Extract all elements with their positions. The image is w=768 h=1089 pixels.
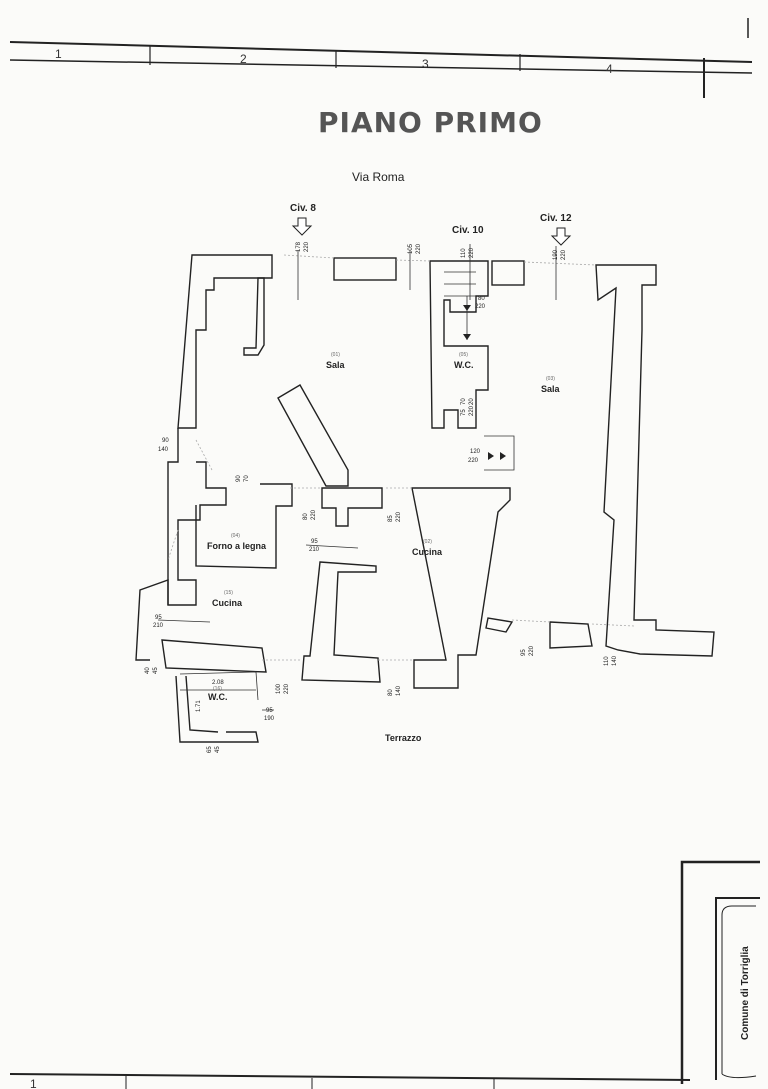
grid-number-3: 3 [422, 57, 429, 71]
terrace-label: Terrazzo [385, 733, 422, 743]
dim-value: 80 [303, 513, 309, 520]
dim-value: 45 [215, 746, 221, 753]
dim-value: 220 [561, 249, 567, 260]
dim-value: 95 [521, 649, 527, 656]
dim-value: 140 [612, 655, 618, 666]
entrance-label: Civ. 12 [540, 213, 572, 224]
dim-value: 1.71 [196, 700, 202, 712]
dim-value: 40 [145, 667, 151, 674]
floor-plan [135, 244, 715, 743]
municipality-stamp: Comune di Torriglia [740, 946, 751, 1040]
dim-value: 45 [153, 667, 159, 674]
room-name: Sala [326, 360, 346, 370]
dim-value: 210 [153, 623, 164, 629]
dim-value: 220 [469, 405, 475, 416]
dim-value: 20 [469, 398, 475, 405]
sheet-grid-bottom: 1 [9, 1073, 691, 1089]
dim-value: 220 [396, 511, 402, 522]
dim-value: 85 [388, 515, 394, 522]
dim-value: 105 [408, 243, 414, 254]
plan-title: PIANO PRIMO [318, 106, 543, 139]
dimension-labels: 178 220 105 220 110 220 190 220 80 220 7… [145, 241, 618, 753]
entrance-arrow-icon [291, 217, 313, 236]
dim-value: 190 [264, 716, 275, 722]
dim-value: 220 [416, 243, 422, 254]
entrance-label: Civ. 10 [452, 225, 484, 236]
sheet-grid-top: 1 2 3 4 [9, 18, 753, 98]
room-code: (02) [423, 539, 432, 545]
dim-value: 90 [236, 475, 242, 482]
dim-value: 95 [266, 708, 273, 714]
grid-number-bottom-1: 1 [30, 1077, 37, 1089]
dim-value: 75 [461, 409, 467, 416]
dim-value: 220 [475, 304, 486, 310]
dim-value: 220 [311, 509, 317, 520]
dim-value: 140 [158, 447, 169, 453]
room-code: (16) [213, 686, 222, 692]
room-wc-top: (05) W.C. [454, 352, 474, 370]
dim-value: 178 [296, 241, 302, 252]
entrance-arrow-icon [550, 227, 572, 246]
dim-value: 80 [388, 689, 394, 696]
dim-value: 140 [396, 685, 402, 696]
dim-value: 220 [529, 645, 535, 656]
dim-value: 220 [284, 683, 290, 694]
room-code: (15) [224, 590, 233, 596]
dim-value: 110 [604, 656, 610, 666]
room-name: Cucina [412, 547, 443, 557]
grid-number-4: 4 [606, 62, 613, 76]
dim-value: 95 [311, 539, 318, 545]
entrance-civ-8: Civ. 8 [290, 203, 316, 236]
dim-value: 120 [470, 449, 481, 455]
room-code: (04) [231, 533, 240, 539]
dim-value: 70 [244, 475, 250, 482]
room-name: Sala [541, 384, 561, 394]
grid-number-2: 2 [240, 52, 247, 66]
dim-value: 80 [478, 296, 485, 302]
room-code: (03) [546, 376, 555, 382]
room-name: W.C. [454, 360, 474, 370]
dim-value: 110 [461, 248, 467, 258]
room-name: Forno a legna [207, 541, 267, 551]
dim-value: 220 [304, 241, 310, 252]
dim-value: 95 [155, 615, 162, 621]
dim-value: 2.08 [212, 680, 224, 686]
title-block: Comune di Torriglia [680, 860, 760, 1084]
room-cucina-center: (02) Cucina [412, 539, 443, 557]
dim-value: 210 [309, 547, 320, 553]
dim-value: 220 [468, 458, 479, 464]
room-cucina-left: (15) Cucina [212, 590, 243, 608]
room-name: Cucina [212, 598, 243, 608]
dim-value: 100 [276, 683, 282, 694]
dim-value: 70 [461, 398, 467, 405]
room-name: W.C. [208, 692, 228, 702]
entrance-label: Civ. 8 [290, 203, 316, 214]
entrance-civ-12: Civ. 12 [540, 213, 572, 246]
dim-value: 190 [553, 249, 559, 260]
dim-value: 220 [469, 247, 475, 258]
entrance-civ-10: Civ. 10 [452, 225, 484, 236]
room-code: (01) [331, 352, 340, 358]
room-sala-left: (01) Sala [326, 352, 346, 370]
street-label: Via Roma [352, 170, 405, 184]
room-forno: (04) Forno a legna [207, 533, 267, 551]
dim-value: 90 [162, 438, 169, 444]
room-wc-bottom: (16) W.C. [208, 686, 228, 702]
room-code: (05) [459, 352, 468, 358]
dim-value: 65 [207, 746, 213, 753]
grid-number-1: 1 [55, 47, 62, 61]
room-sala-right: (03) Sala [541, 376, 561, 394]
